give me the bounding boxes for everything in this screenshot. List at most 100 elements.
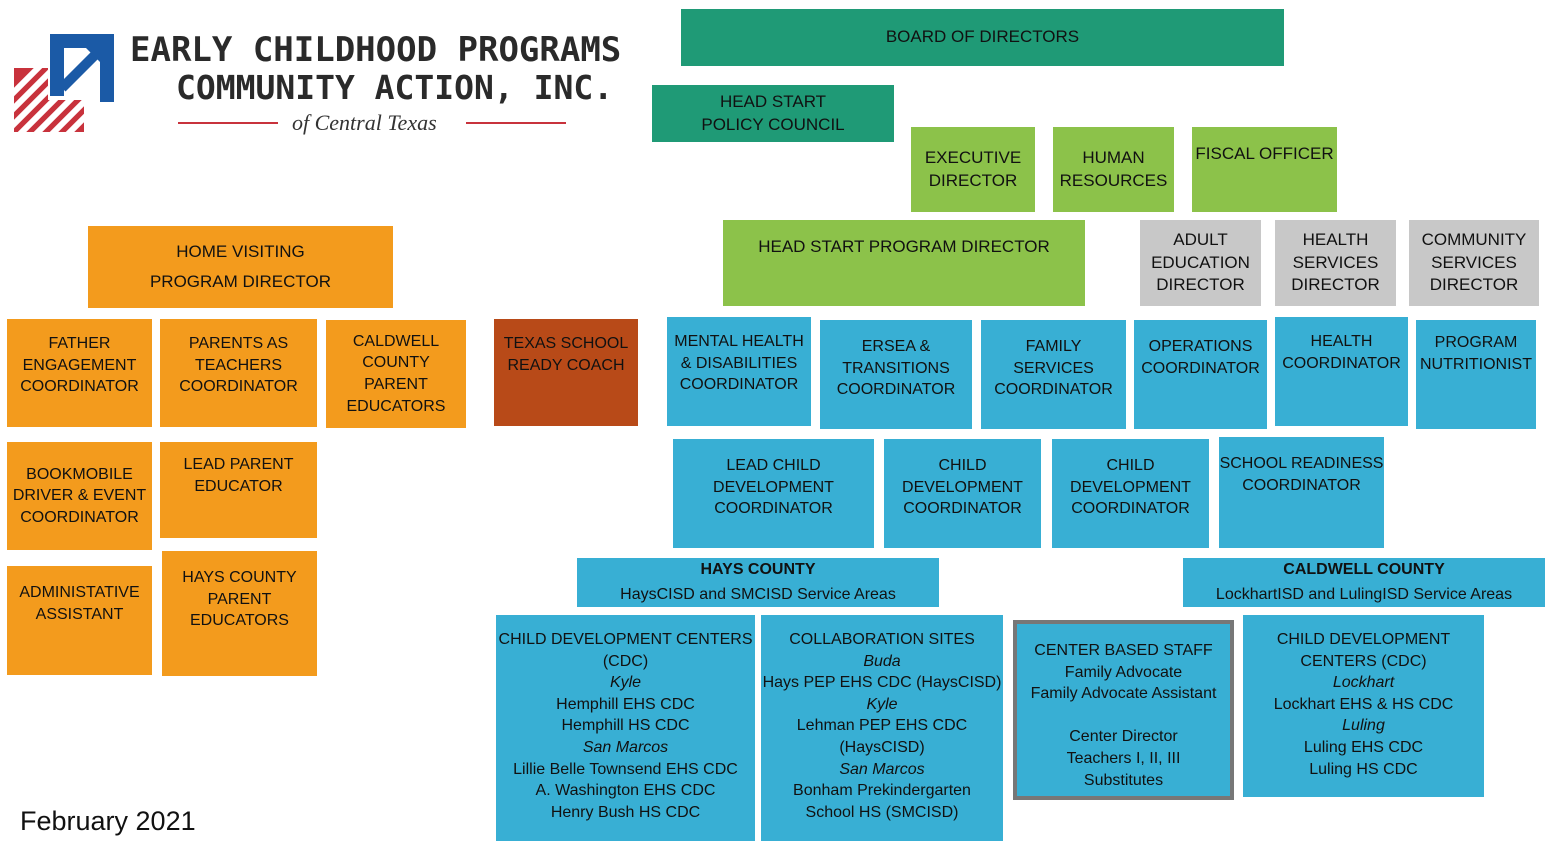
node-line: CHILD	[1106, 457, 1155, 474]
list-item: (HaysCISD)	[839, 738, 925, 756]
node-line: HEAD START PROGRAM DIRECTOR	[758, 237, 1050, 256]
list-item: Luling EHS CDC	[1303, 738, 1424, 756]
node-line: PARENT	[364, 376, 428, 393]
node-line: EDUCATORS	[346, 397, 446, 415]
list-location: San Marcos	[839, 760, 925, 778]
node-line: SERVICES	[1292, 252, 1379, 272]
node-line: COMMUNITY	[1421, 229, 1527, 249]
list-location: Luling	[1342, 717, 1385, 735]
node-line: TEACHERS	[194, 356, 283, 374]
node-lead-child-development: LEAD CHILD DEVELOPMENT COORDINATOR	[673, 439, 874, 548]
logo-rule-left	[178, 122, 278, 124]
node-line: PARENT	[207, 590, 272, 608]
node-health-coordinator: HEALTH COORDINATOR	[1275, 317, 1408, 426]
list-title: COLLABORATION SITES	[789, 631, 975, 648]
node-line: DEVELOPMENT	[1070, 478, 1191, 496]
node-line: COORDINATOR	[714, 500, 833, 518]
node-line: LEAD CHILD	[726, 457, 821, 474]
node-line: & DISABILITIES	[680, 354, 798, 372]
list-item: Bonham Prekindergarten	[793, 782, 971, 800]
node-hays-county: HAYS COUNTY HaysCISD and SMCISD Service …	[577, 558, 939, 607]
node-line: COORDINATOR	[20, 378, 139, 396]
node-line: BOARD OF DIRECTORS	[885, 27, 1080, 47]
list-title: CENTER BASED STAFF	[1034, 642, 1213, 659]
list-item: Lockhart EHS & HS CDC	[1273, 695, 1454, 713]
node-fiscal-officer: FISCAL OFFICER	[1192, 127, 1337, 212]
list-item: Luling HS CDC	[1309, 760, 1418, 778]
node-line: LEAD PARENT	[183, 456, 294, 473]
node-line: TRANSITIONS	[842, 359, 950, 377]
node-line: DRIVER & EVENT	[12, 487, 147, 505]
caldwell-county-title: CALDWELL COUNTY	[1283, 560, 1445, 578]
list-item: Lehman PEP EHS CDC	[796, 717, 968, 735]
node-line: DIRECTOR	[1429, 275, 1519, 295]
logo-rule-right	[466, 122, 566, 124]
hays-county-title: HAYS COUNTY	[700, 560, 816, 578]
node-line: HEALTH	[1302, 229, 1369, 249]
list-item	[1121, 705, 1125, 727]
node-line: DEVELOPMENT	[713, 478, 834, 496]
logo-title-line2: COMMUNITY ACTION, INC.	[176, 68, 614, 107]
node-line: COORDINATOR	[20, 508, 139, 526]
list-item: Center Director	[1069, 728, 1178, 746]
list-item: Hemphill HS CDC	[561, 717, 690, 735]
list-item: Lillie Belle Townsend EHS CDC	[513, 760, 738, 778]
node-line: COORDINATOR	[903, 500, 1022, 518]
list-item: Hays PEP EHS CDC (HaysCISD)	[762, 674, 1002, 692]
node-line: ENGAGEMENT	[22, 356, 137, 374]
node-line: FATHER	[48, 335, 111, 352]
node-line: COORDINATOR	[1141, 359, 1260, 377]
node-line: CHILD	[938, 457, 987, 474]
node-bookmobile: BOOKMOBILE DRIVER & EVENT COORDINATOR	[7, 442, 152, 550]
node-line: CALDWELL	[352, 332, 440, 350]
logo-mark	[14, 34, 114, 132]
node-line: BOOKMOBILE	[26, 465, 133, 483]
list-location: Buda	[863, 652, 901, 670]
list-item: Substitutes	[1083, 771, 1164, 789]
chart-date: February 2021	[20, 806, 196, 836]
node-line: SERVICES	[1431, 252, 1517, 272]
node-line: ERSEA &	[861, 338, 931, 355]
list-title: CHILD DEVELOPMENT	[1276, 631, 1451, 648]
node-line: ASSISTANT	[35, 605, 124, 623]
list-title: CENTERS (CDC)	[1300, 652, 1427, 670]
node-community-services-director: COMMUNITY SERVICES DIRECTOR	[1409, 220, 1539, 306]
list-location: Lockhart	[1332, 674, 1395, 692]
node-line: COORDINATOR	[1282, 354, 1401, 372]
list-item: A. Washington EHS CDC	[535, 782, 716, 800]
node-line: DIRECTOR	[928, 170, 1018, 190]
node-line: PARENTS AS	[188, 335, 289, 352]
logo-subtitle: of Central Texas	[292, 110, 437, 135]
node-line: POLICY COUNCIL	[701, 114, 845, 134]
list-item: School HS (SMCISD)	[805, 803, 959, 821]
list-location: Kyle	[609, 674, 642, 692]
node-line: READY COACH	[507, 356, 625, 374]
node-line: SCHOOL READINESS	[1219, 455, 1384, 472]
node-line: DIRECTOR	[1156, 275, 1245, 295]
node-line: HUMAN	[1082, 147, 1145, 167]
node-line: FAMILY	[1025, 338, 1082, 355]
node-line: HEALTH	[1310, 333, 1373, 350]
node-line: COORDINATOR	[994, 381, 1113, 399]
node-line: PROGRAM DIRECTOR	[149, 272, 332, 291]
logo-title-line1: EARLY CHILDHOOD PROGRAMS	[130, 30, 622, 70]
list-item: Family Advocate Assistant	[1030, 685, 1217, 703]
node-line: MENTAL HEALTH	[674, 333, 804, 350]
node-line: TEXAS SCHOOL	[503, 335, 629, 352]
node-line: HEAD START	[719, 91, 827, 111]
node-line: DEVELOPMENT	[902, 478, 1023, 496]
